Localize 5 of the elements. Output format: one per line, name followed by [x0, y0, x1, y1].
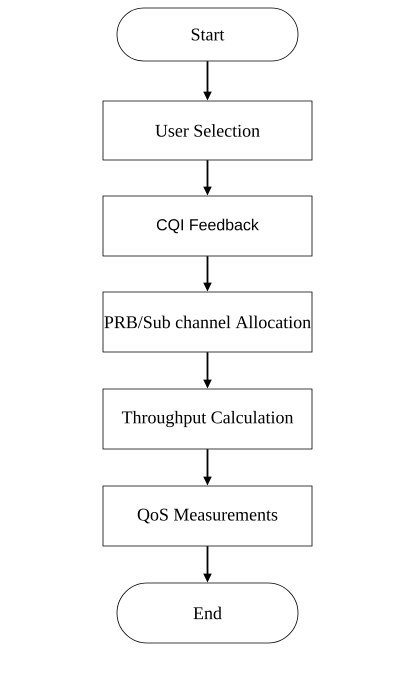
process-box: QoS Measurements: [102, 486, 312, 546]
process-box: PRB/Sub channel Allocation: [102, 292, 312, 352]
process-box: CQI Feedback: [102, 196, 312, 256]
process-box: User Selection: [102, 100, 312, 160]
process-box: Throughput Calculation: [102, 388, 312, 450]
